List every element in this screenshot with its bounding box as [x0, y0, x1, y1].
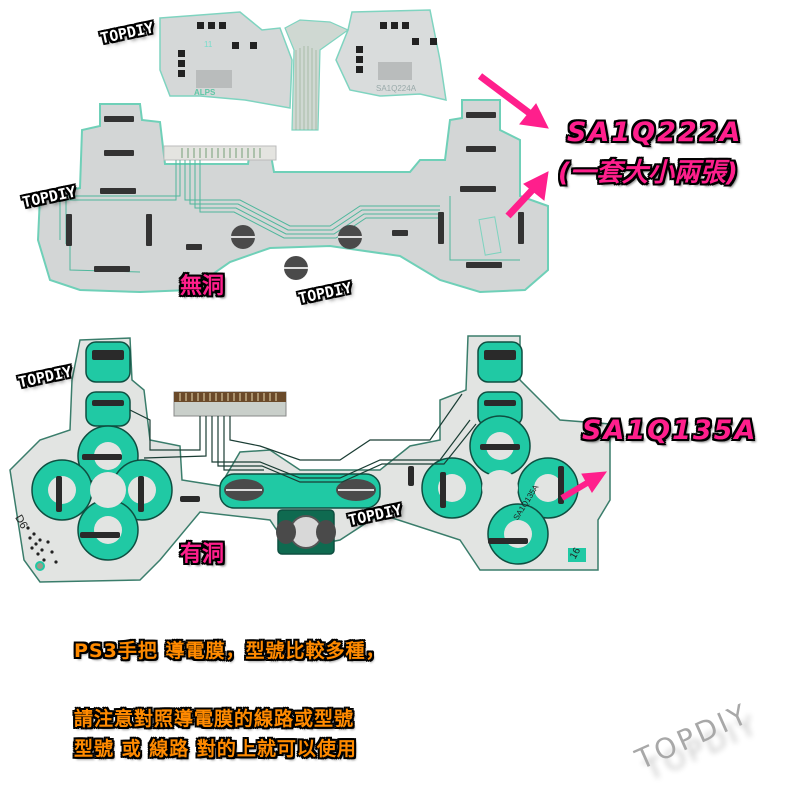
model-label-sa1q135a: SA1Q135A: [582, 415, 758, 446]
model-note-set-of-two: (一套大小兩張): [558, 158, 738, 188]
board-print-number-11: 11: [204, 40, 213, 49]
top-small-membrane: [159, 9, 447, 131]
note-line-3: 型號 或 線路 對的上就可以使用: [74, 738, 357, 760]
label-with-hole: 有洞: [180, 542, 225, 567]
note-line-2: 請注意對照導電膜的線路或型號: [74, 708, 355, 730]
board-print-top-code: SA1Q224A: [376, 84, 417, 93]
pointer-arrows: [477, 73, 608, 501]
top-large-membrane: [36, 99, 549, 294]
board-print-alps: ALPS: [194, 88, 216, 97]
model-label-sa1q222a: SA1Q222A: [567, 117, 743, 148]
label-no-hole: 無洞: [180, 274, 225, 299]
note-line-1: PS3手把 導電膜，型號比較多種，: [74, 640, 386, 662]
bottom-membrane: [9, 335, 611, 583]
